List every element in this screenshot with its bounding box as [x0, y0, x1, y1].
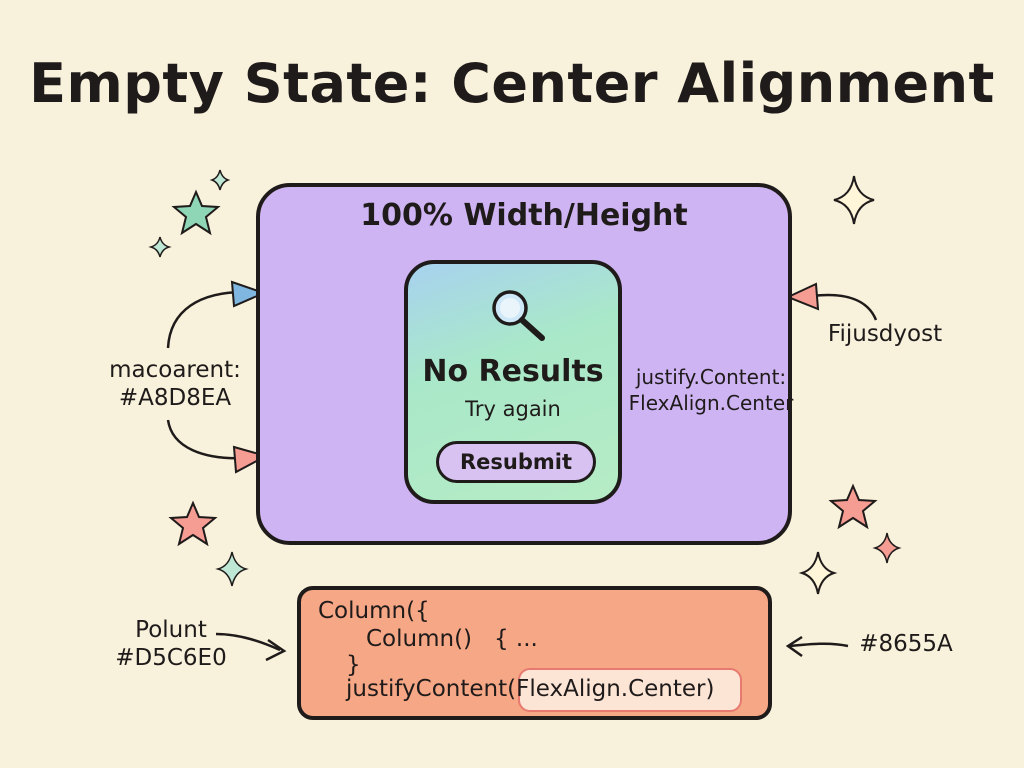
far-right-note: Fijusdyost: [827, 321, 943, 347]
arrow-icon: [265, 638, 287, 662]
arrow-icon: [166, 419, 247, 460]
outer-container-label: 100% Width/Height: [360, 198, 688, 233]
empty-state-subheading: Try again: [465, 397, 561, 421]
star-icon: [171, 189, 221, 236]
right-note-line1: justify.Content:: [635, 365, 787, 389]
left-note: macoarent: #A8D8EA: [90, 356, 260, 412]
arrow-icon: [785, 635, 803, 658]
arrow-icon: [230, 280, 267, 308]
sparkle-icon: [148, 236, 172, 258]
empty-state-heading: No Results: [422, 354, 604, 389]
right-note: justify.Content: FlexAlign.Center: [626, 364, 796, 416]
bottom-left-note-line1: Polunt: [135, 617, 207, 643]
right-note-line2: FlexAlign.Center: [628, 391, 794, 415]
sparkle-icon: [872, 532, 902, 564]
arrow-icon: [789, 642, 849, 648]
sparkle-icon: [215, 551, 249, 587]
arrow-icon: [215, 632, 281, 652]
code-line-4: justifyContent(FlexAlign.Center): [346, 676, 715, 702]
resubmit-button[interactable]: Resubmit: [436, 441, 596, 483]
page-title: Empty State: Center Alignment: [29, 52, 995, 115]
arrow-icon: [232, 445, 269, 474]
code-line-3: }: [346, 652, 361, 678]
bottom-left-note: Polunt #D5C6E0: [96, 616, 246, 672]
star-icon: [828, 483, 878, 530]
left-note-line1: macoarent:: [109, 357, 241, 383]
sparkle-icon: [209, 169, 231, 191]
left-note-line2: #A8D8EA: [118, 385, 232, 411]
arrow-icon: [785, 282, 820, 311]
search-icon: [492, 290, 545, 341]
sparkle-icon: [833, 175, 875, 225]
code-line-1: Column({: [318, 598, 430, 624]
sparkle-icon: [798, 551, 838, 595]
arrow-icon: [811, 293, 878, 321]
arrow-icon: [166, 290, 245, 349]
code-line-2: Column() { ...: [366, 626, 538, 652]
bottom-left-note-line2: #D5C6E0: [115, 645, 227, 671]
code-highlight: [518, 668, 742, 712]
bottom-right-note: #8655A: [859, 631, 953, 657]
star-icon: [168, 500, 218, 547]
